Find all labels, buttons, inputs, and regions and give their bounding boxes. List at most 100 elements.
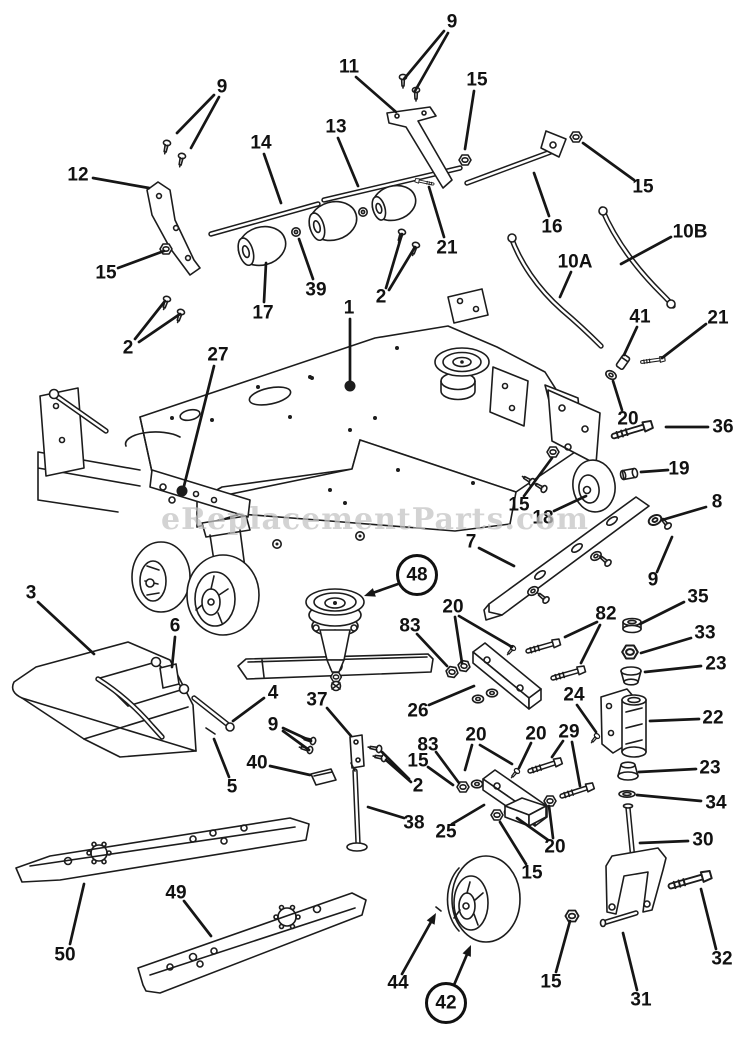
callout-15: 15 bbox=[540, 919, 572, 993]
leader-line bbox=[189, 95, 221, 150]
leader-line bbox=[175, 93, 216, 135]
spindle-assembly-48 bbox=[305, 588, 365, 692]
arrowhead bbox=[462, 945, 471, 957]
callout-15: 15 bbox=[508, 456, 554, 516]
leader-line bbox=[515, 816, 550, 842]
callout-9: 9 bbox=[268, 715, 313, 752]
part-number-label: 6 bbox=[170, 616, 181, 637]
leader-line bbox=[268, 764, 312, 777]
leader-arrow-line bbox=[452, 949, 471, 987]
screw-82 bbox=[534, 589, 552, 606]
roller-17 bbox=[371, 184, 417, 222]
leader-line bbox=[639, 468, 670, 474]
leader-line bbox=[325, 706, 353, 738]
callout-18: 18 bbox=[532, 494, 588, 529]
bolt-20 bbox=[527, 638, 561, 655]
roller-17 bbox=[308, 200, 358, 242]
mower-deck-drawing bbox=[37, 288, 616, 636]
callout-38: 38 bbox=[366, 805, 425, 834]
leader-line bbox=[387, 245, 417, 292]
part-number-label: 11 bbox=[339, 57, 360, 78]
baffle-7 bbox=[483, 496, 650, 621]
roll-pin-41 bbox=[615, 353, 631, 371]
part-number-label: 49 bbox=[165, 883, 186, 904]
callout-24: 24 bbox=[563, 685, 598, 734]
front-roller-drum bbox=[131, 541, 191, 613]
washer-20 bbox=[485, 688, 499, 698]
part-number-label: 15 bbox=[632, 177, 654, 198]
bushing-19 bbox=[619, 467, 639, 481]
part-number-label: 23 bbox=[699, 758, 720, 779]
part-number-label: 42 bbox=[435, 993, 456, 1014]
callout-5: 5 bbox=[212, 737, 238, 798]
leader-line bbox=[638, 839, 690, 845]
part-number-label: 20 bbox=[525, 724, 546, 745]
nut-83 bbox=[456, 659, 472, 673]
cup-23 bbox=[620, 666, 642, 686]
leader-line bbox=[637, 767, 698, 774]
caster-yoke-22 bbox=[600, 688, 647, 758]
leader-line bbox=[182, 364, 216, 488]
part-number-label: 15 bbox=[521, 863, 543, 884]
leader-line bbox=[477, 546, 516, 568]
part-number-label: 2 bbox=[376, 287, 387, 308]
part-number-label: 37 bbox=[306, 690, 327, 711]
part-number-label: 31 bbox=[630, 990, 652, 1011]
leader-arrow-line bbox=[368, 582, 400, 596]
part-number-label: 39 bbox=[305, 280, 326, 301]
roller-17 bbox=[237, 225, 287, 267]
part-number-label: 5 bbox=[227, 777, 238, 798]
part-number-label: 13 bbox=[325, 117, 346, 138]
nut-15 bbox=[569, 131, 583, 143]
leader-line bbox=[36, 600, 96, 656]
caster-tire-42 bbox=[435, 855, 521, 943]
leader-line bbox=[262, 152, 283, 205]
spacer-37 bbox=[349, 734, 365, 769]
deck-bolt-dots bbox=[170, 346, 475, 505]
part-number-label: 23 bbox=[705, 654, 726, 675]
leader-line bbox=[336, 136, 360, 188]
leader-line bbox=[699, 887, 718, 951]
part-number-label: 29 bbox=[558, 722, 579, 743]
lift-rod-16 bbox=[464, 130, 567, 186]
caster-mount-stack bbox=[564, 617, 712, 928]
callout-42: 42 bbox=[425, 945, 471, 1024]
bolt-29 bbox=[529, 757, 563, 775]
callout-10A: 10A bbox=[558, 252, 593, 299]
leader-line bbox=[427, 684, 476, 707]
washer-20 bbox=[471, 694, 485, 704]
part-number-label: 16 bbox=[541, 217, 562, 238]
leader-line bbox=[262, 261, 268, 304]
leader-line bbox=[427, 185, 446, 239]
bolt-29 bbox=[561, 782, 595, 800]
leader-line bbox=[554, 919, 572, 974]
support-weldment-26 bbox=[472, 642, 542, 710]
part-number-label: 15 bbox=[95, 263, 117, 284]
part-number-label: 9 bbox=[217, 77, 228, 98]
part-number-label: 83 bbox=[417, 735, 438, 756]
arrowhead bbox=[426, 913, 436, 925]
callout-circle bbox=[425, 982, 467, 1024]
cup-23 bbox=[617, 761, 639, 781]
spacer-39 bbox=[290, 207, 368, 238]
plate-40 bbox=[310, 768, 337, 786]
callout-9: 9 bbox=[175, 77, 228, 150]
callout-35: 35 bbox=[638, 587, 709, 626]
leader-line bbox=[281, 729, 311, 752]
right-hanger-plates bbox=[489, 366, 601, 465]
callout-2: 2 bbox=[376, 232, 417, 308]
part-number-label: 12 bbox=[67, 165, 88, 186]
callout-19: 19 bbox=[639, 459, 690, 480]
nut-33 bbox=[621, 644, 639, 660]
callout-1: 1 bbox=[344, 298, 356, 392]
leader-line bbox=[643, 664, 703, 674]
pin-24 bbox=[588, 731, 602, 746]
caster-fork-30 bbox=[605, 803, 667, 915]
part-number-label: 24 bbox=[563, 685, 585, 706]
callout-34: 34 bbox=[635, 793, 727, 814]
callout-50: 50 bbox=[54, 882, 86, 966]
washer-8 bbox=[646, 512, 664, 528]
callout-14: 14 bbox=[250, 133, 283, 205]
support-rod-38 bbox=[346, 762, 368, 852]
